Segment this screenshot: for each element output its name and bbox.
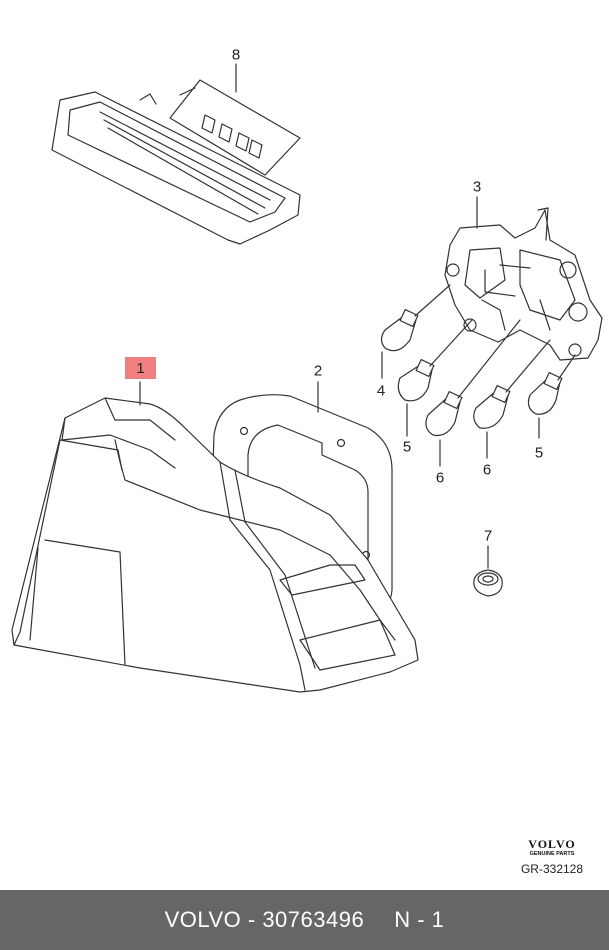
callout-6b[interactable]: 6 bbox=[482, 461, 492, 479]
footer-part-ref: VOLVO - 30763496 bbox=[164, 907, 365, 932]
bulb-5b[interactable] bbox=[527, 354, 576, 439]
callout-6a[interactable]: 6 bbox=[435, 469, 445, 487]
callout-7[interactable]: 7 bbox=[483, 527, 493, 545]
volvo-logo: VOLVO bbox=[528, 837, 576, 851]
callout-8[interactable]: 8 bbox=[231, 46, 241, 64]
part-8-brake-light[interactable] bbox=[51, 63, 301, 245]
genuine-parts-label: GENUINE PARTS bbox=[529, 851, 575, 857]
bulb-4[interactable] bbox=[380, 284, 451, 379]
callout-5a[interactable]: 5 bbox=[402, 438, 412, 456]
callout-3[interactable]: 3 bbox=[472, 178, 482, 196]
bulb-5a[interactable] bbox=[397, 319, 473, 437]
callout-4[interactable]: 4 bbox=[376, 382, 386, 400]
part-1-tail-light[interactable] bbox=[11, 381, 419, 693]
diagram-code: GR-332128 bbox=[520, 862, 584, 876]
bulb-6b[interactable] bbox=[473, 339, 551, 459]
part-7-grommet[interactable] bbox=[473, 545, 503, 597]
callout-2[interactable]: 2 bbox=[313, 362, 323, 380]
parts-diagram bbox=[11, 63, 603, 693]
footer-bar: VOLVO - 30763496 N - 1 bbox=[0, 890, 609, 950]
part-3-bulb-holder[interactable] bbox=[444, 196, 603, 361]
footer-position: N - 1 bbox=[394, 907, 445, 932]
bulb-6a[interactable] bbox=[425, 319, 521, 467]
callout-5b[interactable]: 5 bbox=[534, 444, 544, 462]
callout-1[interactable]: 1 bbox=[125, 357, 156, 379]
